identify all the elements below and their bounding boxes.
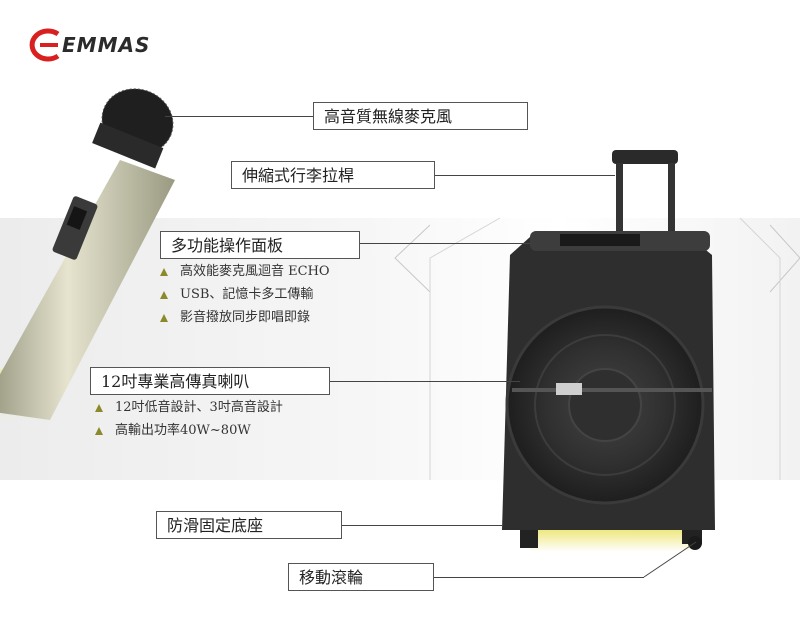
wheels-callout-connector: [643, 541, 697, 578]
panel-callout-label: 多功能操作面板: [160, 231, 360, 259]
panel-feature-item: 高效能麥克風迴音 ECHO: [160, 260, 330, 283]
panel-feature-list: 高效能麥克風迴音 ECHO USB、記憶卡多工傳輸 影音撥放同步即唱即錄: [160, 260, 330, 329]
woofer-callout-label: 12吋專業高傳真喇叭: [90, 367, 330, 395]
brand-logo: EMMAS: [28, 28, 150, 62]
woofer-feature-item: 12吋低音設計、3吋高音設計: [95, 396, 283, 419]
panel-feature-item: USB、記憶卡多工傳輸: [160, 283, 330, 306]
trolley-speaker-image: [502, 150, 715, 552]
mic-callout-line: [165, 116, 313, 117]
handle-callout-label: 伸縮式行李拉桿: [231, 161, 435, 189]
base-callout-label: 防滑固定底座: [156, 511, 342, 539]
woofer-feature-list: 12吋低音設計、3吋高音設計 高輸出功率40W~80W: [95, 396, 283, 442]
panel-callout-line: [360, 243, 530, 244]
base-callout-line: [342, 525, 502, 526]
emmas-swoosh-logo-icon: [29, 28, 60, 62]
woofer-callout-line: [330, 381, 520, 382]
bullet-triangle-icon: [95, 426, 103, 435]
bullet-triangle-icon: [160, 290, 168, 299]
wheels-callout-line: [434, 577, 644, 578]
woofer-feature-item: 高輸出功率40W~80W: [95, 419, 283, 442]
bullet-triangle-icon: [160, 267, 168, 276]
panel-feature-item: 影音撥放同步即唱即錄: [160, 306, 330, 329]
bullet-triangle-icon: [160, 313, 168, 322]
mic-callout-label: 高音質無線麥克風: [313, 102, 528, 130]
handle-callout-line: [435, 175, 615, 176]
brand-logo-text: EMMAS: [62, 33, 151, 57]
wireless-microphone-image: [0, 88, 175, 420]
bullet-triangle-icon: [95, 403, 103, 412]
wheels-callout-label: 移動滾輪: [288, 563, 434, 591]
